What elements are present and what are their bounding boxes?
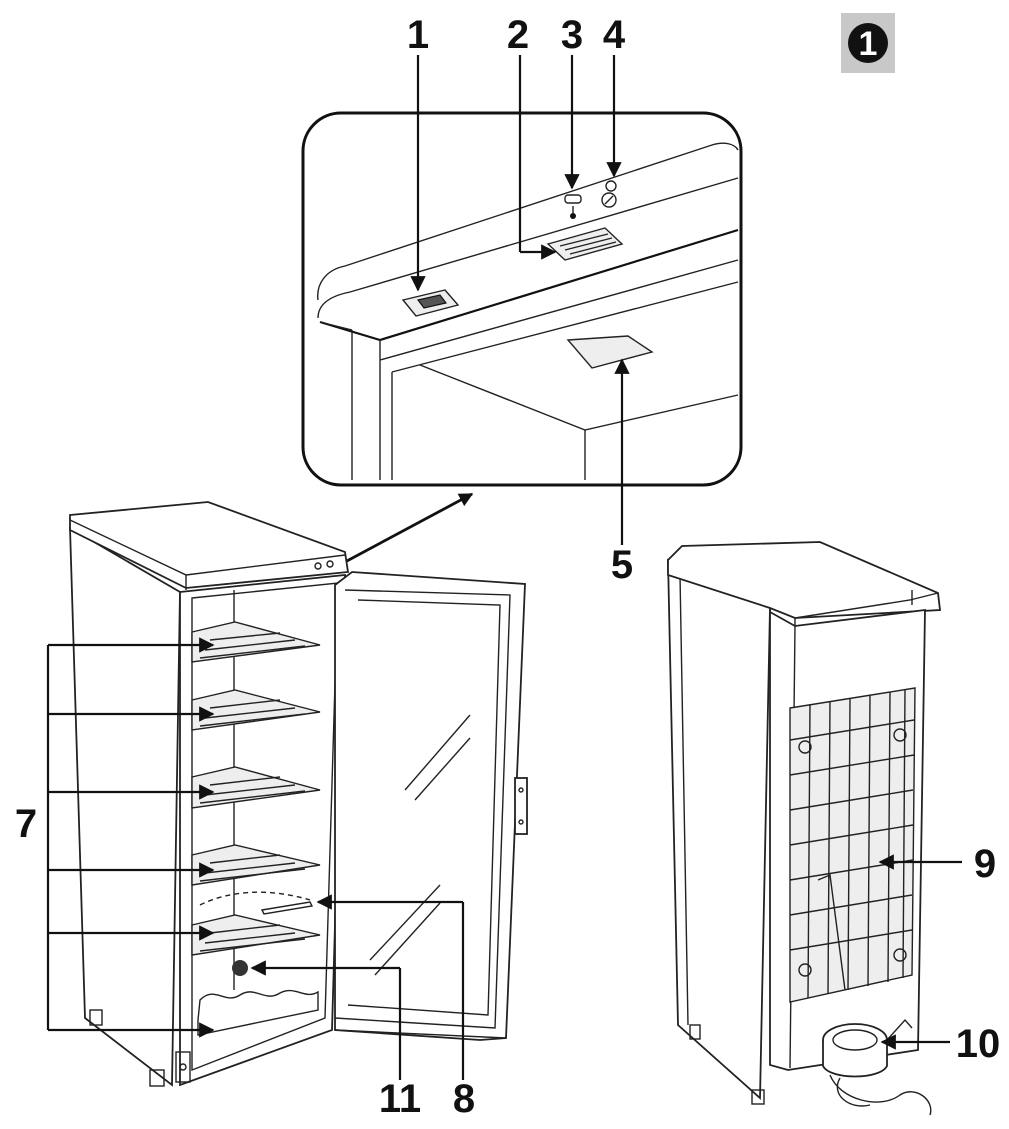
bottle-rack	[197, 989, 319, 1036]
callout-1-label: 1	[407, 13, 429, 57]
zoom-arrow	[344, 492, 474, 564]
wire-shelf	[191, 766, 321, 809]
wire-shelf	[191, 689, 321, 731]
callout-9-label: 9	[974, 842, 996, 886]
figure-number-badge: 1	[841, 13, 895, 73]
callout-4-label: 4	[603, 13, 626, 57]
light-bulb-icon	[601, 180, 617, 208]
badge-number: 1	[859, 25, 878, 63]
callout-11-label: 11	[379, 1077, 421, 1121]
fridge-front-view	[69, 501, 528, 1087]
callout-8-label: 8	[453, 1077, 475, 1121]
callout-2-label: 2	[507, 13, 529, 57]
compressor	[822, 1018, 932, 1116]
fridge-rear-view	[667, 541, 942, 1116]
callout-3-label: 3	[561, 13, 583, 57]
condenser-coil	[789, 687, 916, 1003]
wire-shelf	[191, 844, 321, 886]
wire-shelf	[191, 621, 321, 663]
callout-5-label: 5	[611, 543, 633, 587]
wire-shelf	[191, 914, 321, 956]
circled-number-one-icon	[848, 23, 888, 63]
callout-10-label: 10	[956, 1022, 1001, 1066]
control-panel-detail	[301, 111, 743, 487]
thermometer-icon	[564, 194, 582, 219]
callout-7-label: 7	[15, 802, 37, 846]
